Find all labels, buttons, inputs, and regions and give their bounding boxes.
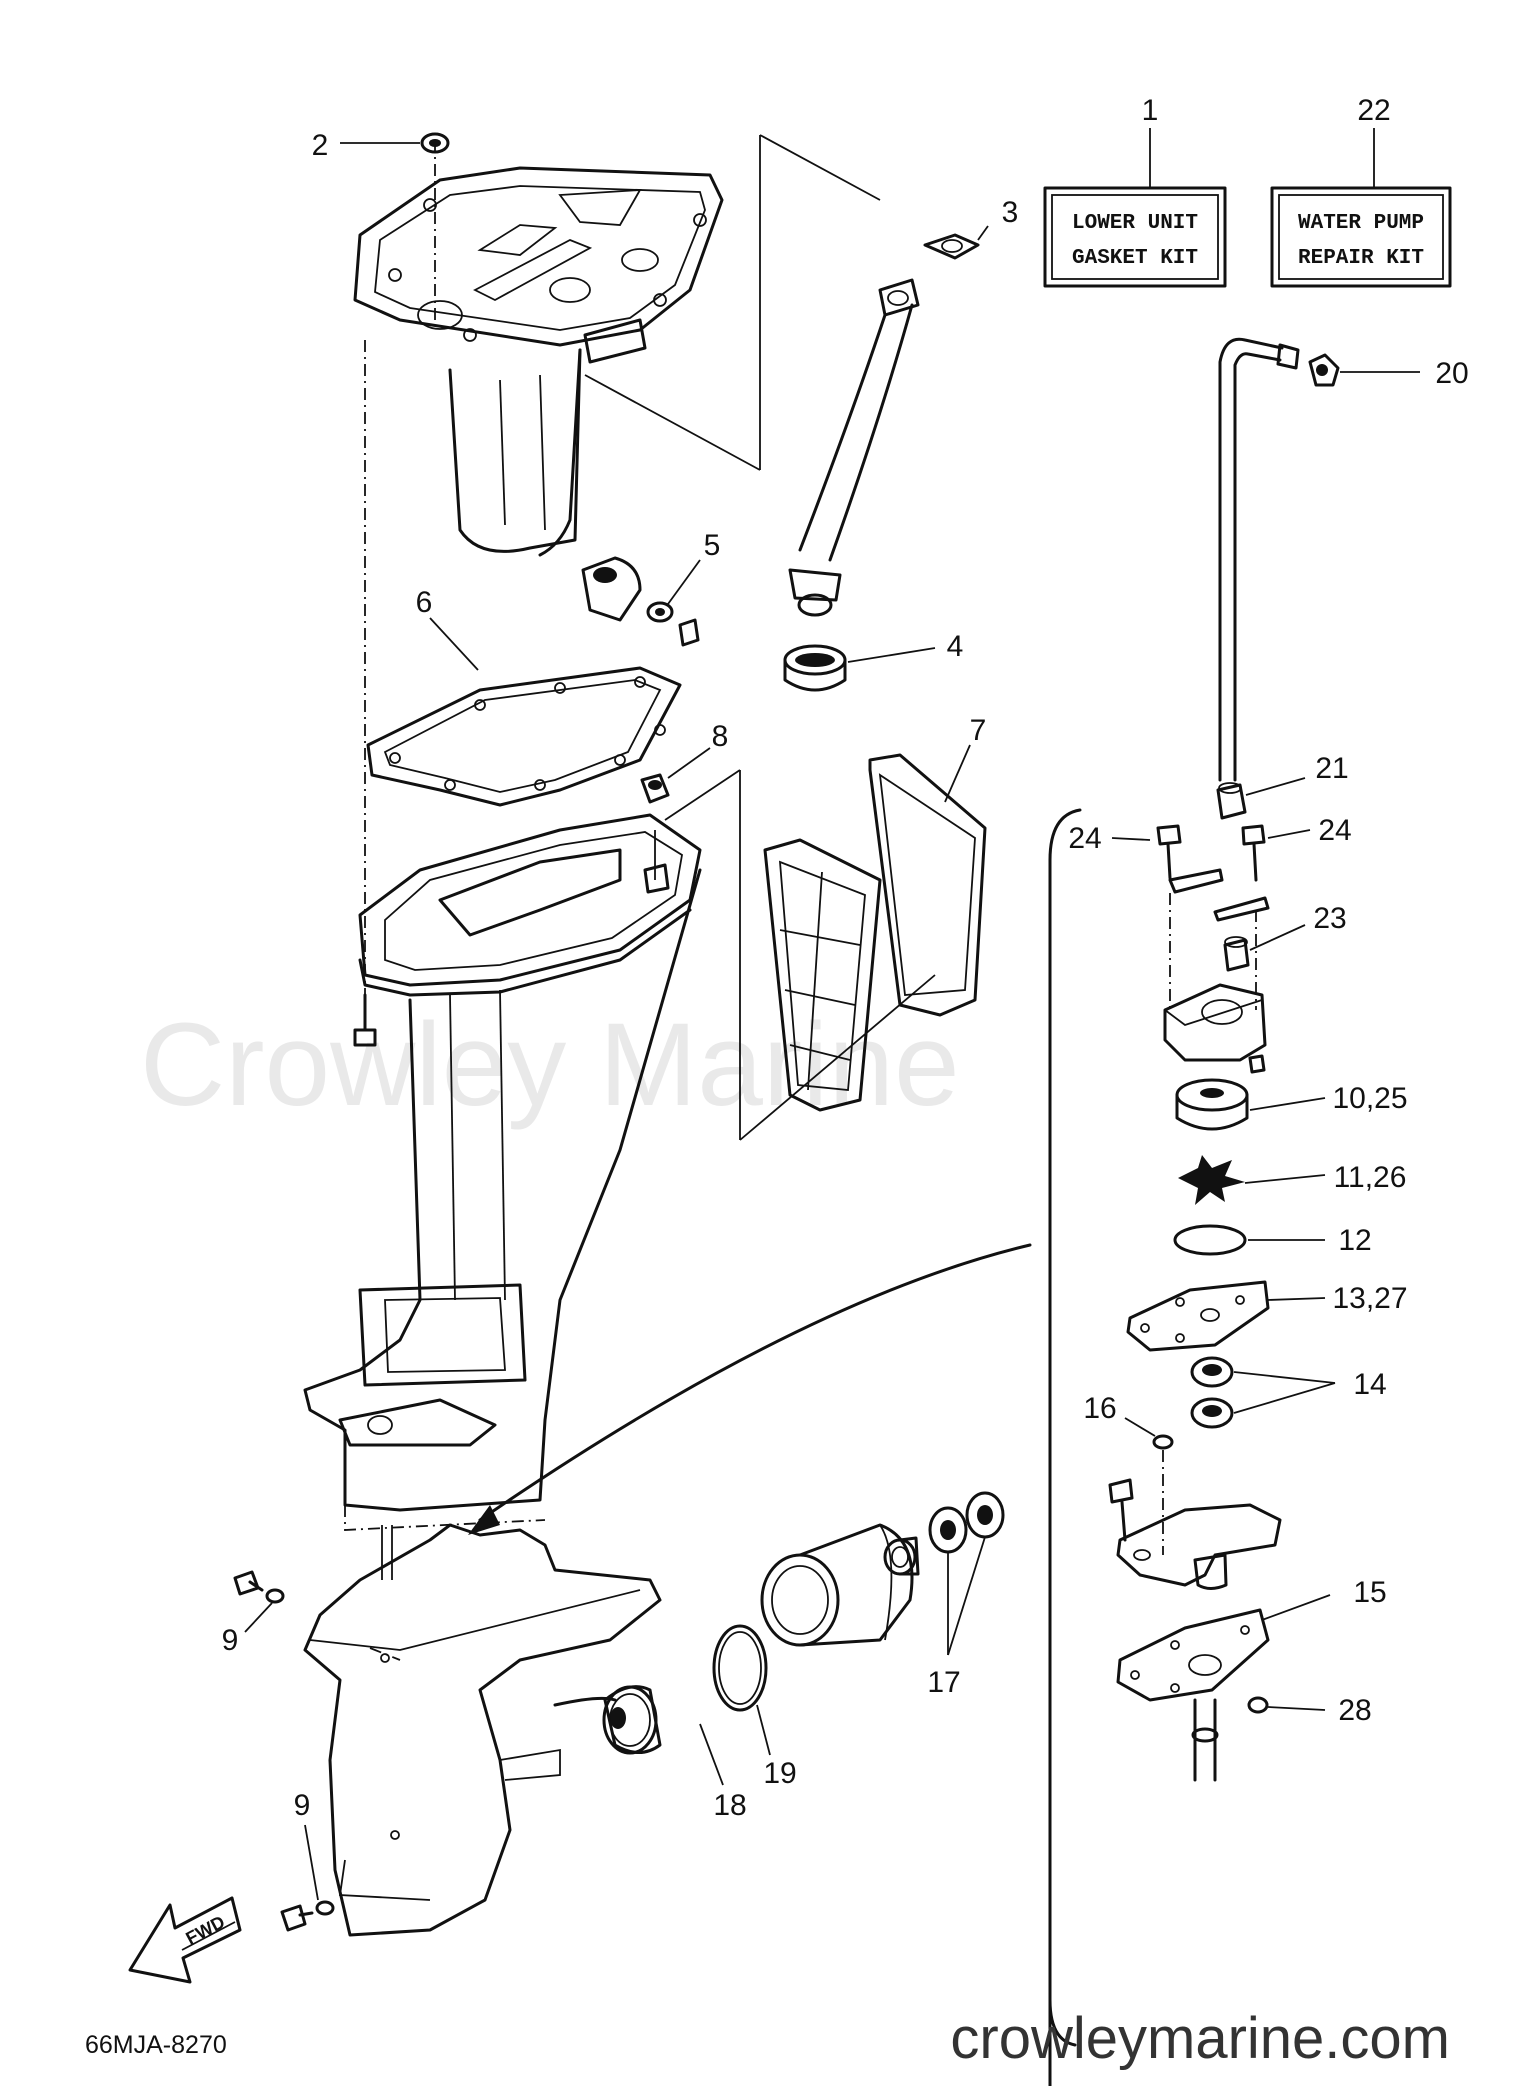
water-tube	[1218, 337, 1300, 782]
part-20-grommet: 20	[1308, 353, 1469, 390]
callout-8: 8	[712, 720, 729, 753]
part-2-seal: 2	[312, 129, 450, 162]
watermark-text: Crowley Marine	[140, 999, 960, 1131]
callout-2: 2	[312, 129, 329, 162]
callout-16: 16	[1083, 1392, 1116, 1425]
part-17-bushing	[883, 1536, 920, 1576]
callout-17: 17	[927, 1666, 960, 1699]
callout-14: 14	[1353, 1368, 1386, 1401]
part-10-25-insert: 10,25	[1175, 1078, 1408, 1131]
callout-13-27: 13,27	[1332, 1282, 1407, 1315]
part-8-nut: 8	[640, 720, 729, 804]
part-19-o-ring: 19	[712, 1624, 797, 1790]
pump-base	[1108, 1478, 1282, 1590]
part-21-collar: 21	[1216, 752, 1349, 820]
part-3-gasket: 3	[923, 196, 1019, 260]
callout-9: 9	[294, 1789, 311, 1822]
part-4-grommet: 4	[783, 630, 964, 692]
callout-3: 3	[1002, 196, 1019, 229]
callout-5: 5	[704, 529, 721, 562]
kit-line: LOWER UNIT	[1072, 212, 1198, 235]
callout-24: 24	[1068, 822, 1101, 855]
kit-line: GASKET KIT	[1072, 247, 1198, 270]
part-17-seals: 17	[927, 1491, 1005, 1699]
part-24-bolt-left: 24	[1068, 822, 1182, 880]
callout-7: 7	[970, 714, 987, 747]
part-13-27-plate: 13,27	[1126, 1280, 1408, 1352]
part-7-cover: 7	[763, 714, 987, 1112]
part-23-collar: 23	[1223, 902, 1347, 972]
part-5-bushing: 5	[581, 529, 721, 647]
callout-9: 9	[222, 1624, 239, 1657]
callout-11-26: 11,26	[1334, 1161, 1407, 1194]
kit-box-lower-unit-gasket: LOWER UNIT GASKET KIT 1	[1043, 94, 1227, 288]
callout-6: 6	[416, 586, 433, 619]
callout-21: 21	[1315, 752, 1348, 785]
part-14-seals: 14	[1190, 1356, 1387, 1429]
callout-19: 19	[763, 1757, 796, 1790]
callout-12: 12	[1338, 1224, 1371, 1257]
callout-4: 4	[947, 630, 964, 663]
mount-bolt	[353, 993, 377, 1047]
mount-housing	[358, 813, 702, 997]
part-16-washer: 16	[1083, 1392, 1174, 1555]
callout-18: 18	[713, 1789, 746, 1822]
part-28-clip: 28	[1247, 1694, 1372, 1727]
upper-casing	[353, 166, 724, 557]
callout-28: 28	[1338, 1694, 1371, 1727]
part-18-bearing	[603, 1685, 662, 1754]
callout-20: 20	[1435, 357, 1468, 390]
fwd-label: FWD	[182, 1912, 228, 1949]
pump-housing	[1163, 983, 1267, 1074]
part-15-plate: 15	[1116, 1576, 1387, 1702]
exhaust-pipe	[788, 278, 920, 617]
kit-box-water-pump-repair: WATER PUMP REPAIR KIT 22	[1270, 94, 1452, 288]
callout-22: 22	[1357, 94, 1390, 127]
part-24-bolt-right: 24	[1241, 814, 1352, 882]
part-9-screw-upper: 9	[222, 1570, 285, 1657]
callout-10-25: 10,25	[1332, 1082, 1407, 1115]
website-text: crowleymarine.com	[950, 2006, 1450, 2071]
callout-15: 15	[1353, 1576, 1386, 1609]
callout-1: 1	[1142, 94, 1159, 127]
gear-case	[303, 1523, 662, 1937]
drive-shaft	[1191, 1698, 1219, 1782]
callout-23: 23	[1313, 902, 1346, 935]
part-6-gasket: 6	[366, 586, 682, 807]
part-11-26-impeller: 11,26	[1178, 1155, 1406, 1205]
part-18-seal-ring: 18	[553, 1685, 747, 1822]
part-12-o-ring: 12	[1173, 1224, 1372, 1257]
drive-shaft-housing	[303, 868, 702, 1531]
kit-line: WATER PUMP	[1298, 212, 1424, 235]
kit-line: REPAIR KIT	[1298, 247, 1424, 270]
diagram-code: 66MJA-8270	[85, 2031, 227, 2059]
part-9-screw-lower: 9	[280, 1789, 335, 1932]
callout-24: 24	[1318, 814, 1351, 847]
fwd-arrow-icon: FWD	[128, 1896, 242, 1984]
